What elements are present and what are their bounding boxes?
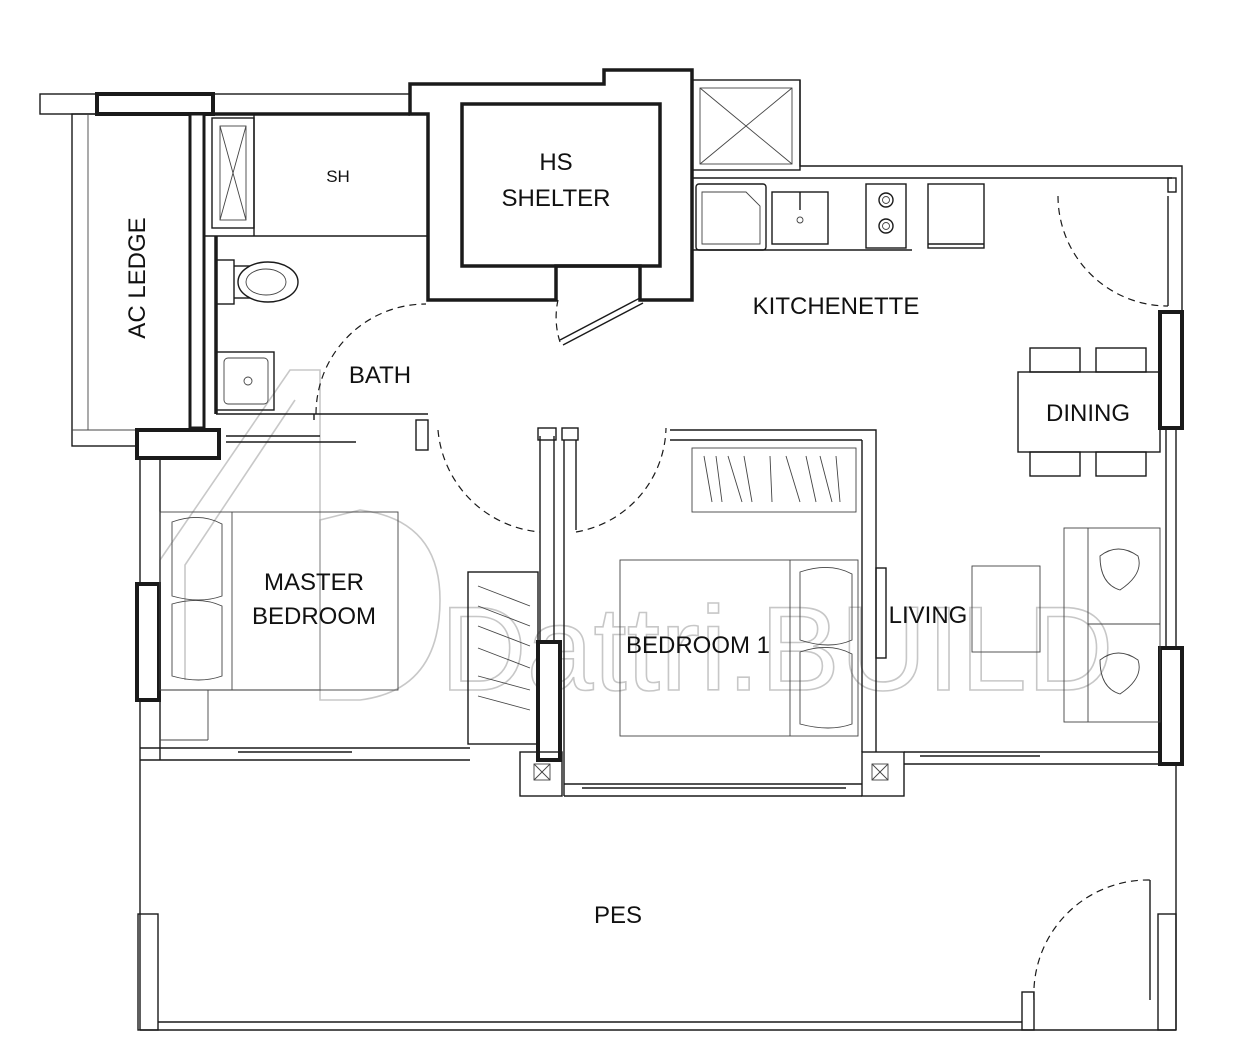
ac-ledge-label: AC LEDGE <box>124 217 151 338</box>
hs-shelter <box>408 68 694 346</box>
hs-shelter-label-1: HS <box>539 149 572 176</box>
living-label: LIVING <box>889 602 968 629</box>
master-bedroom-label-2: BEDROOM <box>252 603 376 630</box>
dining-set <box>1017 347 1161 477</box>
bath-label: BATH <box>349 362 411 389</box>
bath-block <box>204 112 428 420</box>
living-plan <box>875 527 1161 765</box>
pes-label: PES <box>594 902 642 929</box>
master-bedroom-plan <box>135 419 541 761</box>
dining-label: DINING <box>1046 400 1130 427</box>
kitchen-counter <box>692 183 1169 307</box>
ac-ledge <box>71 112 206 447</box>
master-bedroom-label-1: MASTER <box>264 569 364 596</box>
hs-shelter-label-2: SHELTER <box>502 185 611 212</box>
bedroom-1-label: BEDROOM 1 <box>626 632 770 659</box>
top-ledge <box>39 92 411 116</box>
outer-walls <box>692 80 1184 766</box>
pes-area <box>137 760 1177 1031</box>
void <box>691 79 801 171</box>
watermark: Dattri.BUILD <box>159 369 1114 717</box>
master-wardrobe <box>467 427 563 797</box>
kitchenette-label: KITCHENETTE <box>753 293 920 320</box>
sh-label: SH <box>326 167 350 186</box>
